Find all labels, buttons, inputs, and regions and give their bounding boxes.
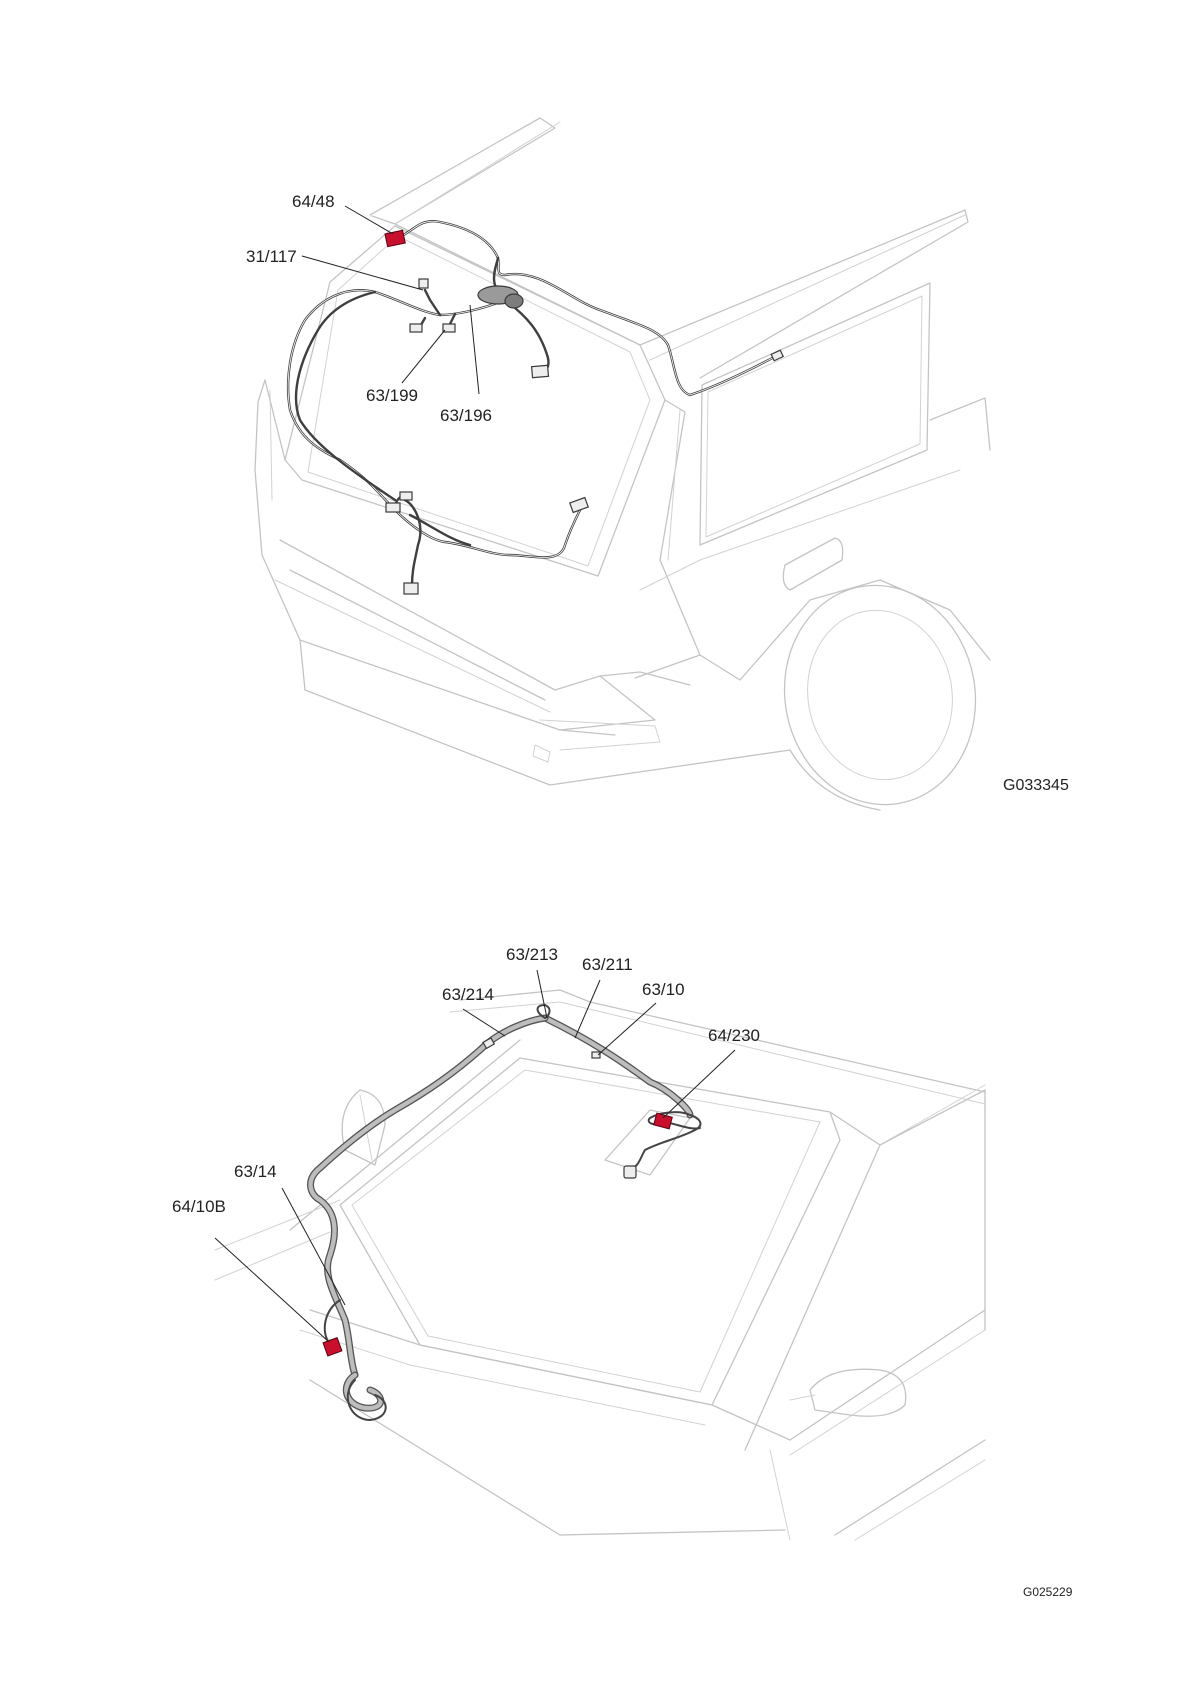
connector-31-117	[419, 279, 428, 288]
callout-64-10b: 64/10B	[172, 1197, 226, 1216]
callout-63-196: 63/196	[440, 406, 492, 425]
connector-lower-left-b	[400, 492, 412, 500]
leader-63-199	[402, 330, 445, 383]
connector-lower-left-a	[386, 503, 400, 512]
callout-63-213: 63/213	[506, 945, 558, 964]
callout-31-117: 31/117	[246, 247, 297, 266]
connector-lower-bottom	[404, 583, 418, 594]
callout-63-10: 63/10	[642, 980, 685, 999]
connector-64-10b	[323, 1338, 342, 1356]
harness-grommet	[478, 286, 523, 308]
tailgate-wiring-harness	[288, 221, 778, 585]
callout-labels-figure-2: 63/213 63/211 63/10 63/214 64/230 63/14 …	[172, 945, 760, 1216]
leader-64-10b	[215, 1238, 329, 1342]
callout-63-211: 63/211	[582, 955, 633, 974]
windscreen-connectors	[323, 1038, 672, 1356]
callout-64-230: 64/230	[708, 1026, 760, 1045]
connector-63-199	[410, 324, 422, 332]
figure-code-g033345: G033345	[1003, 777, 1069, 794]
callout-63-14: 63/14	[234, 1162, 277, 1181]
car-rear-outline	[255, 118, 993, 820]
leader-63-196	[470, 305, 479, 394]
leader-63-211	[575, 980, 600, 1038]
leader-64-230	[663, 1050, 735, 1118]
connector-64-230	[654, 1113, 673, 1129]
figure-rear-tailgate: 64/48 31/117 63/199 63/196 G033345	[246, 118, 1069, 820]
callout-leaders-figure-2	[215, 970, 735, 1342]
windscreen-wiring-harness	[311, 1005, 701, 1420]
connector-rain-sensor	[624, 1166, 636, 1178]
callout-63-214: 63/214	[442, 985, 494, 1004]
connector-63-10	[592, 1052, 600, 1058]
leader-63-214	[463, 1009, 505, 1036]
leader-31-117	[302, 256, 423, 290]
callout-64-48: 64/48	[292, 192, 335, 211]
figure-front-windscreen: 63/213 63/211 63/10 63/214 64/230 63/14 …	[172, 945, 1073, 1599]
leader-64-48	[345, 206, 393, 234]
figure-code-g025229: G025229	[1023, 1585, 1073, 1599]
connector-lower-right	[570, 498, 588, 513]
connector-right-roof	[532, 365, 549, 377]
callout-63-199: 63/199	[366, 386, 418, 405]
